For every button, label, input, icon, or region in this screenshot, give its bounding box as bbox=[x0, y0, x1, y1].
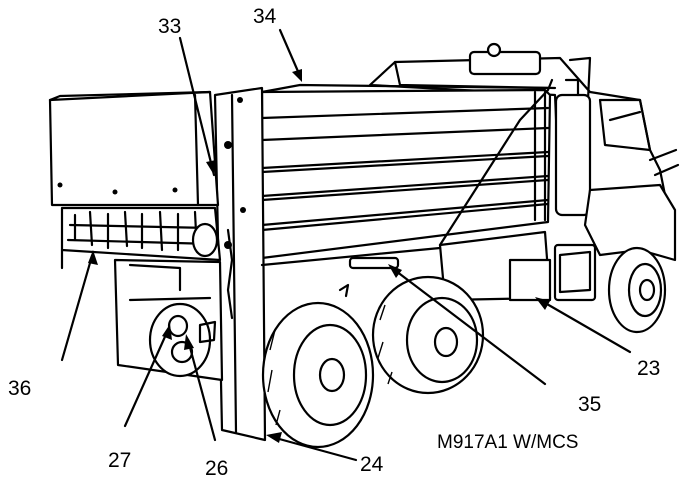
truck-cab bbox=[368, 42, 680, 262]
dump-body bbox=[260, 83, 552, 260]
tailgate bbox=[213, 86, 267, 442]
callout-36: 36 bbox=[8, 377, 32, 400]
spreader-chain bbox=[60, 206, 222, 270]
callout-23: 23 bbox=[637, 357, 661, 380]
front-wheel bbox=[607, 246, 667, 334]
rear-wheel-back bbox=[261, 301, 375, 449]
callout-35: 35 bbox=[578, 393, 602, 416]
leader-lines bbox=[60, 28, 632, 462]
marker-lamp bbox=[348, 256, 400, 270]
spreader-hood bbox=[48, 90, 220, 207]
callout-33: 33 bbox=[158, 15, 182, 38]
bracket bbox=[338, 283, 350, 298]
callout-34: 34 bbox=[253, 5, 277, 28]
hydraulic-hose bbox=[438, 78, 554, 247]
rear-wheel-front bbox=[371, 275, 485, 395]
spreader-lower bbox=[113, 258, 224, 382]
callout-27: 27 bbox=[108, 449, 132, 472]
callout-26: 26 bbox=[205, 457, 229, 480]
callout-24: 24 bbox=[360, 453, 384, 476]
tailgate-chain bbox=[226, 228, 234, 320]
chassis-rail bbox=[260, 246, 442, 267]
figure-caption: M917A1 W/MCS bbox=[437, 432, 579, 453]
fuel-tank bbox=[438, 230, 597, 302]
